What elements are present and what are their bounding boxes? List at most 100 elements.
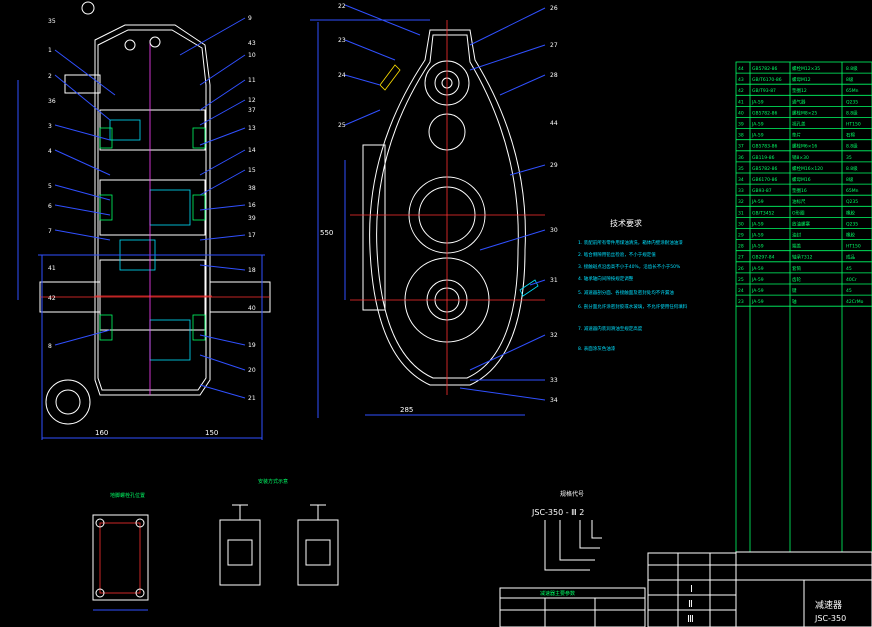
part-number: 5 (48, 183, 52, 190)
bom-cell: 35 (846, 155, 852, 161)
title-block: 减速器 JSC-350 (735, 551, 872, 627)
part-number: 15 (248, 167, 256, 174)
tech-line-6: 6. 剖分面允许涂密封胶或水玻璃，不允许使用任何填料 (578, 303, 688, 310)
tech-line-7: 7. 减速器内装润滑油至规定高度 (578, 325, 643, 332)
tech-line-2: 2. 啮合侧隙用铅丝检验，不小于规定值 (578, 251, 656, 258)
bom-cell: GB5782-86 (752, 110, 778, 116)
bom-cell: 8.8级 (846, 143, 858, 150)
bom-cell: 端盖 (792, 243, 801, 250)
part-number: 2 (48, 73, 52, 80)
section-title-1: 地脚螺栓孔位置 (110, 492, 145, 499)
tech-title: 技术要求 (610, 218, 642, 228)
part-number: 29 (550, 162, 558, 169)
part-number: 31 (550, 277, 558, 284)
bom-cell: GB5782-86 (752, 66, 778, 72)
bom-cell: 23 (738, 299, 744, 305)
part-number: 22 (338, 3, 346, 10)
part-number: 35 (48, 18, 56, 25)
bom-cell: 垫片 (792, 132, 801, 139)
part-number: 30 (550, 227, 558, 234)
bom-cell: 40 (738, 110, 744, 116)
part-number: 17 (248, 232, 256, 239)
bom-cell: 橡胶 (846, 232, 855, 239)
bom-cell: 螺栓M12×35 (792, 65, 820, 72)
part-number: 12 (248, 97, 256, 104)
bom-cell: Q235 (846, 99, 858, 105)
bom-cell: GB297-84 (752, 255, 775, 261)
bom-cell: JA-59 (751, 233, 764, 239)
bom-cell: Q235 (846, 221, 858, 227)
bom-cell: 44 (738, 66, 744, 72)
bom-cell: 齿轮 (792, 276, 801, 283)
title-name: 减速器 (815, 599, 842, 611)
bom-cell: 螺栓M6×16 (792, 143, 817, 150)
bom-cell: JA-59 (751, 122, 764, 128)
part-number: 16 (248, 202, 256, 209)
section-title-2: 安装方式示意 (258, 478, 288, 485)
bottom-table: 减速器主要参数 (499, 587, 646, 627)
ratio-3: Ⅲ (687, 614, 694, 625)
tech-line-8: 8. 表面涂灰色油漆 (578, 345, 616, 352)
bom-cell: 8.8级 (846, 65, 858, 72)
bom-cell: 24 (738, 288, 744, 294)
bom-cell: 通气器 (792, 98, 806, 105)
bom-cell: 41 (738, 99, 744, 105)
tech-line-3: 3. 接触斑点沿齿高不小于40%，沿齿长不小于50% (578, 263, 681, 270)
bom-cell: 键 (792, 287, 797, 294)
bom-cell: 轴承7312 (792, 254, 813, 261)
bom-cell: 垫圈12 (792, 87, 807, 94)
part-number: 41 (48, 265, 56, 272)
bom-cell: 25 (738, 277, 744, 283)
bom-cell: 橡胶 (846, 209, 855, 216)
part-number: 40 (248, 305, 256, 312)
part-number: 42 (48, 295, 56, 302)
bom-cell: 8级 (846, 76, 854, 83)
part-number: 39 (248, 215, 256, 222)
bom-cell: 成品 (846, 254, 855, 261)
bom-cell: 35 (738, 166, 744, 172)
bom-cell: 销8×30 (792, 154, 809, 161)
part-number: 18 (248, 267, 256, 274)
bom-cell: 螺栓M8×25 (792, 109, 817, 116)
model-label-title: 规格代号 (560, 490, 584, 498)
part-number: 37 (248, 107, 256, 114)
part-number: 14 (248, 147, 256, 154)
part-number: 1 (48, 47, 52, 54)
part-number: 36 (48, 98, 56, 105)
part-number: 44 (550, 120, 558, 127)
bom-cell: 8级 (846, 176, 854, 183)
bom-cell: 视孔盖 (792, 121, 806, 128)
ratio-table: Ⅰ Ⅱ Ⅲ (647, 552, 737, 627)
bom-cell: 42CrMo (846, 299, 864, 305)
part-number: 8 (48, 343, 52, 350)
bom-cell: JA-59 (751, 99, 764, 105)
bom-cell: GB/T6170-86 (752, 77, 782, 83)
dim-right-1: 550 (320, 229, 333, 237)
bom-cell: 33 (738, 188, 744, 194)
bom-cell: GB/T3452 (752, 210, 774, 216)
bom-cell: 43 (738, 77, 744, 83)
part-number: 11 (248, 77, 256, 84)
bom-cell: 26 (738, 266, 744, 272)
part-number: 32 (550, 332, 558, 339)
part-number: 7 (48, 228, 52, 235)
bom-cell: 39 (738, 122, 744, 128)
bom-cell: 轴 (792, 298, 797, 305)
part-number: 27 (550, 42, 558, 49)
bom-cell: 36 (738, 155, 744, 161)
bom-cell: O形圈 (792, 209, 805, 216)
bom-cell: 油标尺 (792, 198, 806, 205)
tech-line-5: 5. 减速器剖分面、各接触面及密封处均不许漏油 (578, 289, 674, 296)
title-code: JSC-350 (814, 614, 846, 623)
bom-cell: JA-59 (751, 299, 764, 305)
bom-cell: 37 (738, 144, 744, 150)
part-number: 26 (550, 5, 558, 12)
bom-cell: 油封 (792, 232, 801, 239)
front-view: 550 285 (310, 4, 546, 418)
part-numbers: 1234567891011121314151617181920212223242… (48, 3, 558, 404)
bom-cell: 螺栓M16×120 (792, 165, 823, 172)
bom-cell: 32 (738, 199, 744, 205)
bom-cell: GB5783-86 (752, 144, 778, 150)
